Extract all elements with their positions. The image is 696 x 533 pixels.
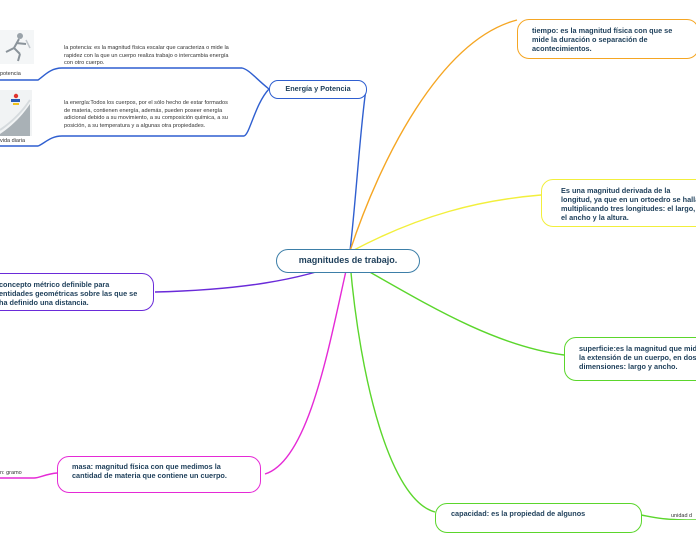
topic-superficie[interactable]: superficie:es la magnitud que mide la ex… [564, 337, 696, 381]
topic-volumen[interactable]: Es una magnitud derivada de la longitud,… [541, 179, 696, 227]
central-topic[interactable]: magnitudes de trabajo. [276, 249, 420, 273]
topic-longitud[interactable]: concepto métrico definible para entidade… [0, 273, 154, 311]
vida-diaria-image [0, 90, 32, 136]
link-superficie [351, 261, 565, 356]
label-masa-unidad: n: gramo [0, 470, 22, 476]
link-volumen [351, 194, 542, 252]
topic-capacidad[interactable]: capacidad: es la propiedad de algunos [435, 503, 642, 533]
label-potencia: potencia [0, 71, 21, 77]
potencia-image [0, 30, 34, 64]
link-tiempo [349, 19, 518, 252]
label-vida-diaria: vida diaria [0, 138, 26, 144]
label-capacidad-unidad: unidad d [671, 513, 693, 519]
link-masa-unidad [0, 472, 58, 479]
link-potencia [0, 67, 270, 90]
topic-masa[interactable]: masa: magnitud física con que medimos la… [57, 456, 261, 493]
note-potencia: la potencia: es la magnitud física escal… [64, 45, 229, 67]
link-masa [264, 261, 349, 475]
topic-energia-potencia[interactable]: Energía y Potencia [269, 80, 367, 99]
connector-lines [0, 19, 696, 520]
link-energia [0, 88, 270, 147]
link-energia-potencia [349, 88, 367, 252]
link-capacidad [349, 261, 436, 513]
note-energia: la energía:Todos los cuerpos, por el sól… [64, 100, 228, 129]
topic-tiempo[interactable]: tiempo: es la magnitud física con que se… [517, 19, 696, 59]
